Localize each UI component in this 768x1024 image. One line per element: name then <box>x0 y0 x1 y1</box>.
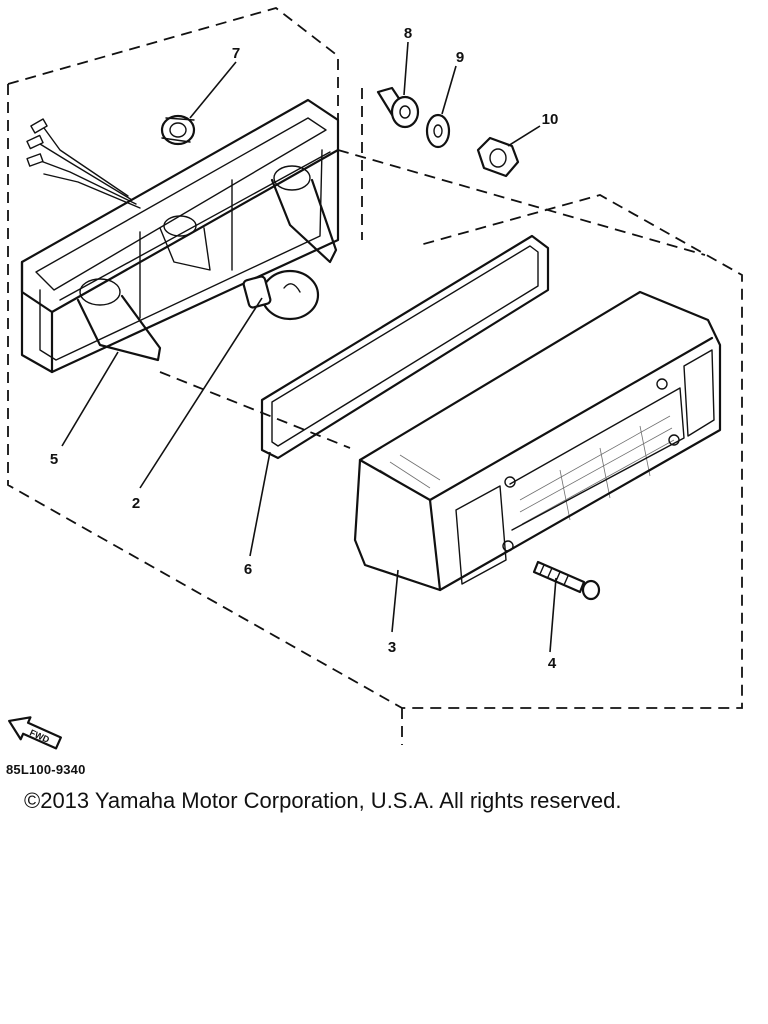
hardware-stack <box>376 86 520 178</box>
gasket <box>260 234 550 460</box>
callout-6: 6 <box>244 561 252 578</box>
grommet <box>160 114 196 146</box>
lamp-housing <box>20 98 340 374</box>
assembly-boundary <box>7 7 743 745</box>
callout-8: 8 <box>404 25 412 42</box>
leader-lines <box>61 41 557 653</box>
callout-4: 4 <box>548 655 557 672</box>
callout-10: 10 <box>542 111 559 128</box>
screw <box>532 560 601 601</box>
callout-9: 9 <box>456 49 464 66</box>
callout-5: 5 <box>50 451 58 468</box>
lens <box>353 290 722 592</box>
callout-2: 2 <box>132 495 140 512</box>
fwd-label: FWD <box>28 727 51 745</box>
callout-3: 3 <box>388 639 396 656</box>
part-code: 85L100-9340 <box>6 762 86 777</box>
fwd-arrow-icon: FWD <box>8 716 62 750</box>
callout-7: 7 <box>232 45 240 62</box>
bulb <box>242 269 320 321</box>
copyright-notice: ©2013 Yamaha Motor Corporation, U.S.A. A… <box>24 788 622 813</box>
exploded-parts-diagram: 7 8 9 10 5 2 6 3 4 FWD <box>7 7 743 750</box>
